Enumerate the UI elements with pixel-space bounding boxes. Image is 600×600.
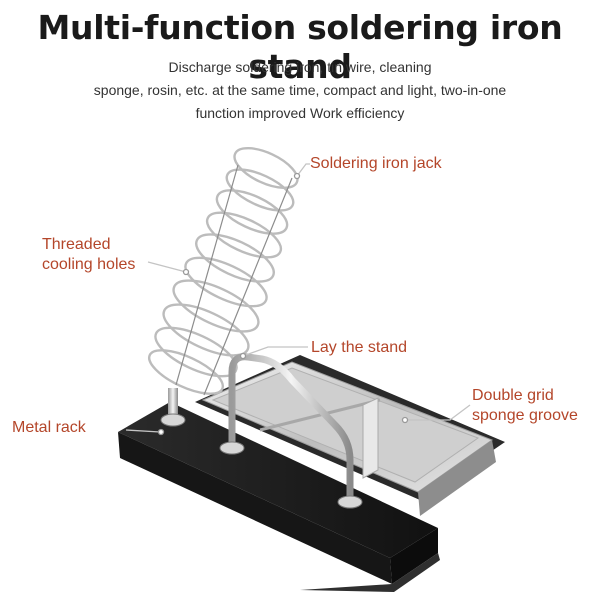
iron-rest-rod [228, 353, 354, 504]
page-title: Multi-function soldering iron stand [37, 8, 563, 86]
callout-lay-the-stand: Lay the stand [311, 339, 408, 356]
callout-double-grid-sponge-groove: Double grid sponge groove [472, 386, 578, 426]
coil-spring [147, 147, 299, 395]
callout-double-grid-line-2: sponge groove [472, 407, 578, 424]
subtitle-line-3: function improved Work efficiency [195, 105, 405, 121]
metal-rack-base [118, 402, 440, 592]
coil-spring-inner [175, 164, 293, 396]
callout-threaded-line-1: Threaded [42, 236, 111, 253]
callout-soldering-iron-jack: Soldering iron jack [310, 155, 442, 172]
subtitle-line-1: Discharge soldering iron, tin wire, clea… [168, 59, 432, 75]
callout-threaded-cooling-holes: Threaded cooling holes [42, 235, 135, 275]
sponge-tray [195, 355, 505, 516]
subtitle: Discharge soldering iron, tin wire, clea… [40, 56, 560, 125]
nuts [160, 388, 363, 509]
leader-lines [125, 163, 471, 436]
callout-threaded-line-2: cooling holes [42, 256, 136, 273]
callout-double-grid-line-1: Double grid [472, 387, 554, 404]
callout-metal-rack: Metal rack [12, 419, 86, 436]
subtitle-line-2: sponge, rosin, etc. at the same time, co… [93, 82, 507, 98]
